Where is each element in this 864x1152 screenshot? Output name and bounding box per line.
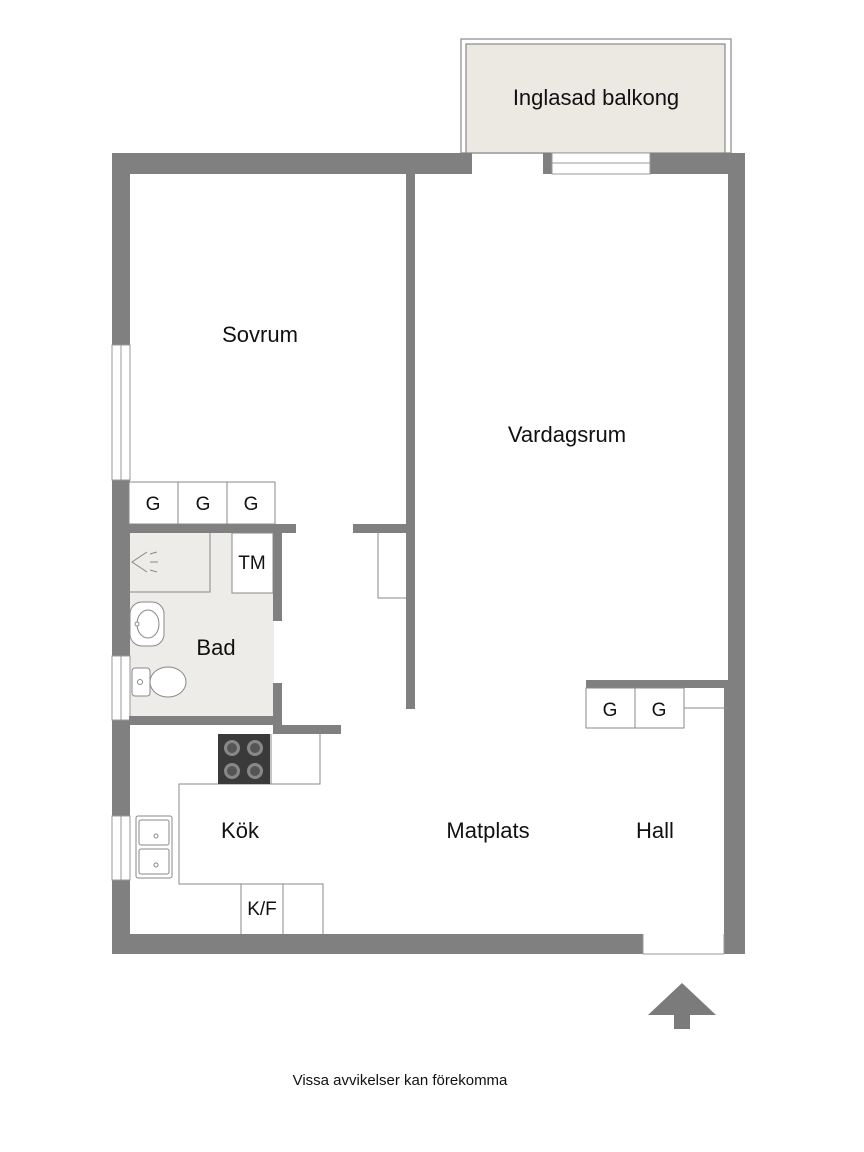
disclaimer-text: Vissa avvikelser kan förekomma (293, 1072, 508, 1089)
wardrobe-bedroom: G G G (128, 481, 276, 525)
room-label-hall: Hall (636, 818, 674, 843)
shower-outline (129, 533, 211, 593)
room-label-living-room: Vardagsrum (508, 422, 626, 447)
interior-walls (129, 174, 728, 734)
shower-head-icon (131, 551, 158, 573)
entrance-door (642, 934, 725, 955)
wardrobe-hall: G G (585, 687, 728, 729)
wardrobe-label: G (244, 494, 259, 515)
bathroom-fixtures: TM (129, 532, 274, 698)
kitchen-counter (178, 734, 324, 934)
room-label-bathroom: Bad (196, 635, 235, 660)
wardrobe-label: G (603, 700, 618, 721)
wardrobe-label: G (196, 494, 211, 515)
kitchen-fixtures: K/F (135, 734, 324, 934)
room-label-dining: Matplats (446, 818, 529, 843)
room-label-bedroom: Sovrum (222, 322, 298, 347)
fridge-freezer-label: K/F (247, 899, 277, 920)
outer-walls (112, 153, 745, 954)
toilet-icon (131, 666, 187, 698)
windows (111, 152, 651, 881)
balcony (460, 38, 732, 154)
sink-icon (129, 601, 165, 647)
closet-outline (377, 533, 406, 599)
room-label-kitchen: Kök (221, 818, 260, 843)
entrance-arrow-icon (648, 983, 716, 1029)
wardrobe-label: G (146, 494, 161, 515)
room-label-balcony: Inglasad balkong (513, 85, 679, 110)
washer-label: TM (238, 553, 265, 574)
hob-icon (218, 734, 270, 784)
kitchen-sink-icon (135, 815, 173, 879)
wardrobe-label: G (652, 700, 667, 721)
